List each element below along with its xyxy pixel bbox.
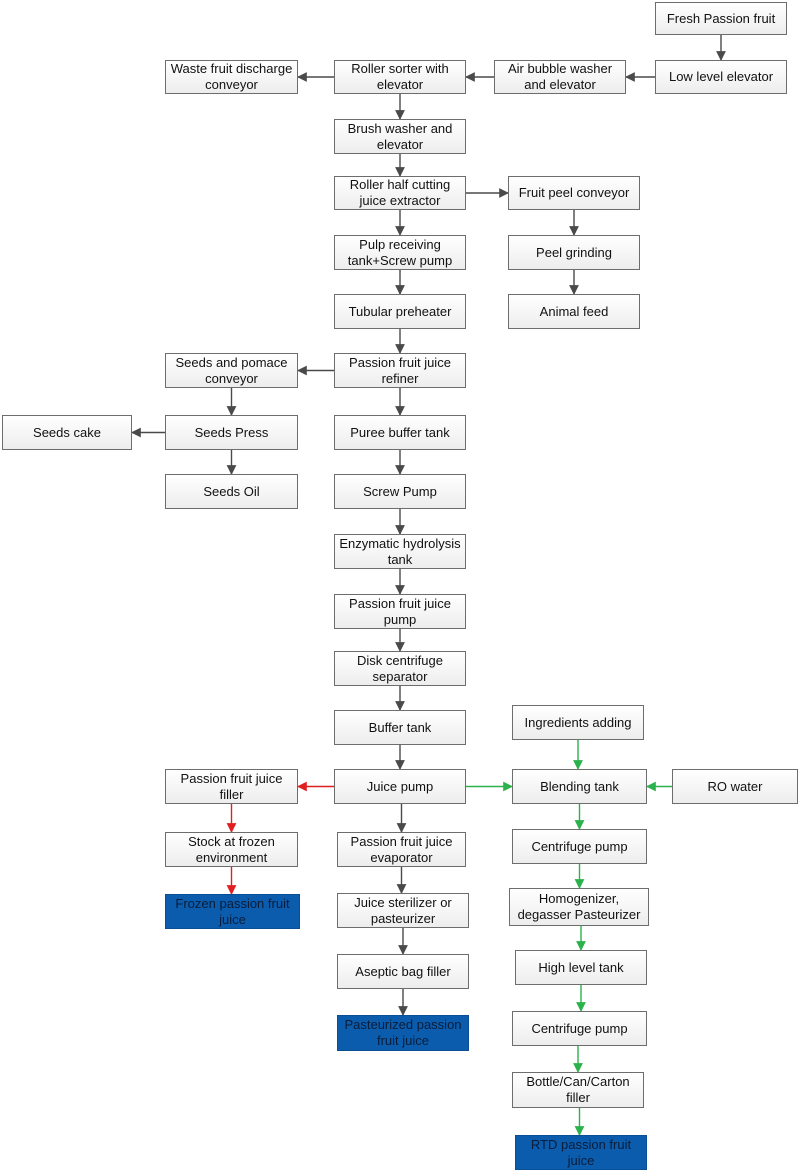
node-sterilizer: Juice sterilizer or pasteurizer xyxy=(337,893,469,928)
node-stock-frozen: Stock at frozen environment xyxy=(165,832,298,867)
node-enzymatic-tank: Enzymatic hydrolysis tank xyxy=(334,534,466,569)
node-roller-sorter: Roller sorter with elevator xyxy=(334,60,466,94)
node-juice-refiner: Passion fruit juice refiner xyxy=(334,353,466,388)
node-ro-water: RO water xyxy=(672,769,798,804)
node-seeds-conveyor: Seeds and pomace conveyor xyxy=(165,353,298,388)
node-peel-grinding: Peel grinding xyxy=(508,235,640,270)
node-aseptic-filler: Aseptic bag filler xyxy=(337,954,469,989)
node-animal-feed: Animal feed xyxy=(508,294,640,329)
node-juice-pump-pf: Passion fruit juice pump xyxy=(334,594,466,629)
node-blending-tank: Blending tank xyxy=(512,769,647,804)
node-low-elevator: Low level elevator xyxy=(655,60,787,94)
node-juice-filler: Passion fruit juice filler xyxy=(165,769,298,804)
node-buffer-tank: Buffer tank xyxy=(334,710,466,745)
node-puree-buffer: Puree buffer tank xyxy=(334,415,466,450)
node-seeds-oil: Seeds Oil xyxy=(165,474,298,509)
node-brush-washer: Brush washer and elevator xyxy=(334,119,466,154)
node-centrifuge-pump-1: Centrifuge pump xyxy=(512,829,647,864)
node-homogenizer: Homogenizer, degasser Pasteurizer xyxy=(509,888,649,926)
node-centrifuge-pump-2: Centrifuge pump xyxy=(512,1011,647,1046)
node-high-tank: High level tank xyxy=(515,950,647,985)
node-peel-conveyor: Fruit peel conveyor xyxy=(508,176,640,210)
node-pasteurized-juice: Pasteurized passion fruit juice xyxy=(337,1015,469,1051)
node-seeds-press: Seeds Press xyxy=(165,415,298,450)
node-disk-centrifuge: Disk centrifuge separator xyxy=(334,651,466,686)
node-rtd-juice: RTD passion fruit juice xyxy=(515,1135,647,1170)
node-frozen-juice: Frozen passion fruit juice xyxy=(165,894,300,929)
node-waste-conveyor: Waste fruit discharge conveyor xyxy=(165,60,298,94)
node-ingredients: Ingredients adding xyxy=(512,705,644,740)
node-bottle-filler: Bottle/Can/Carton filler xyxy=(512,1072,644,1108)
node-fresh: Fresh Passion fruit xyxy=(655,2,787,35)
node-roller-cutting: Roller half cutting juice extractor xyxy=(334,176,466,210)
node-juice-pump: Juice pump xyxy=(334,769,466,804)
node-evaporator: Passion fruit juice evaporator xyxy=(337,832,466,867)
node-air-washer: Air bubble washer and elevator xyxy=(494,60,626,94)
node-screw-pump: Screw Pump xyxy=(334,474,466,509)
node-seeds-cake: Seeds cake xyxy=(2,415,132,450)
node-pulp-tank: Pulp receiving tank+Screw pump xyxy=(334,235,466,270)
node-tubular-preheater: Tubular preheater xyxy=(334,294,466,329)
